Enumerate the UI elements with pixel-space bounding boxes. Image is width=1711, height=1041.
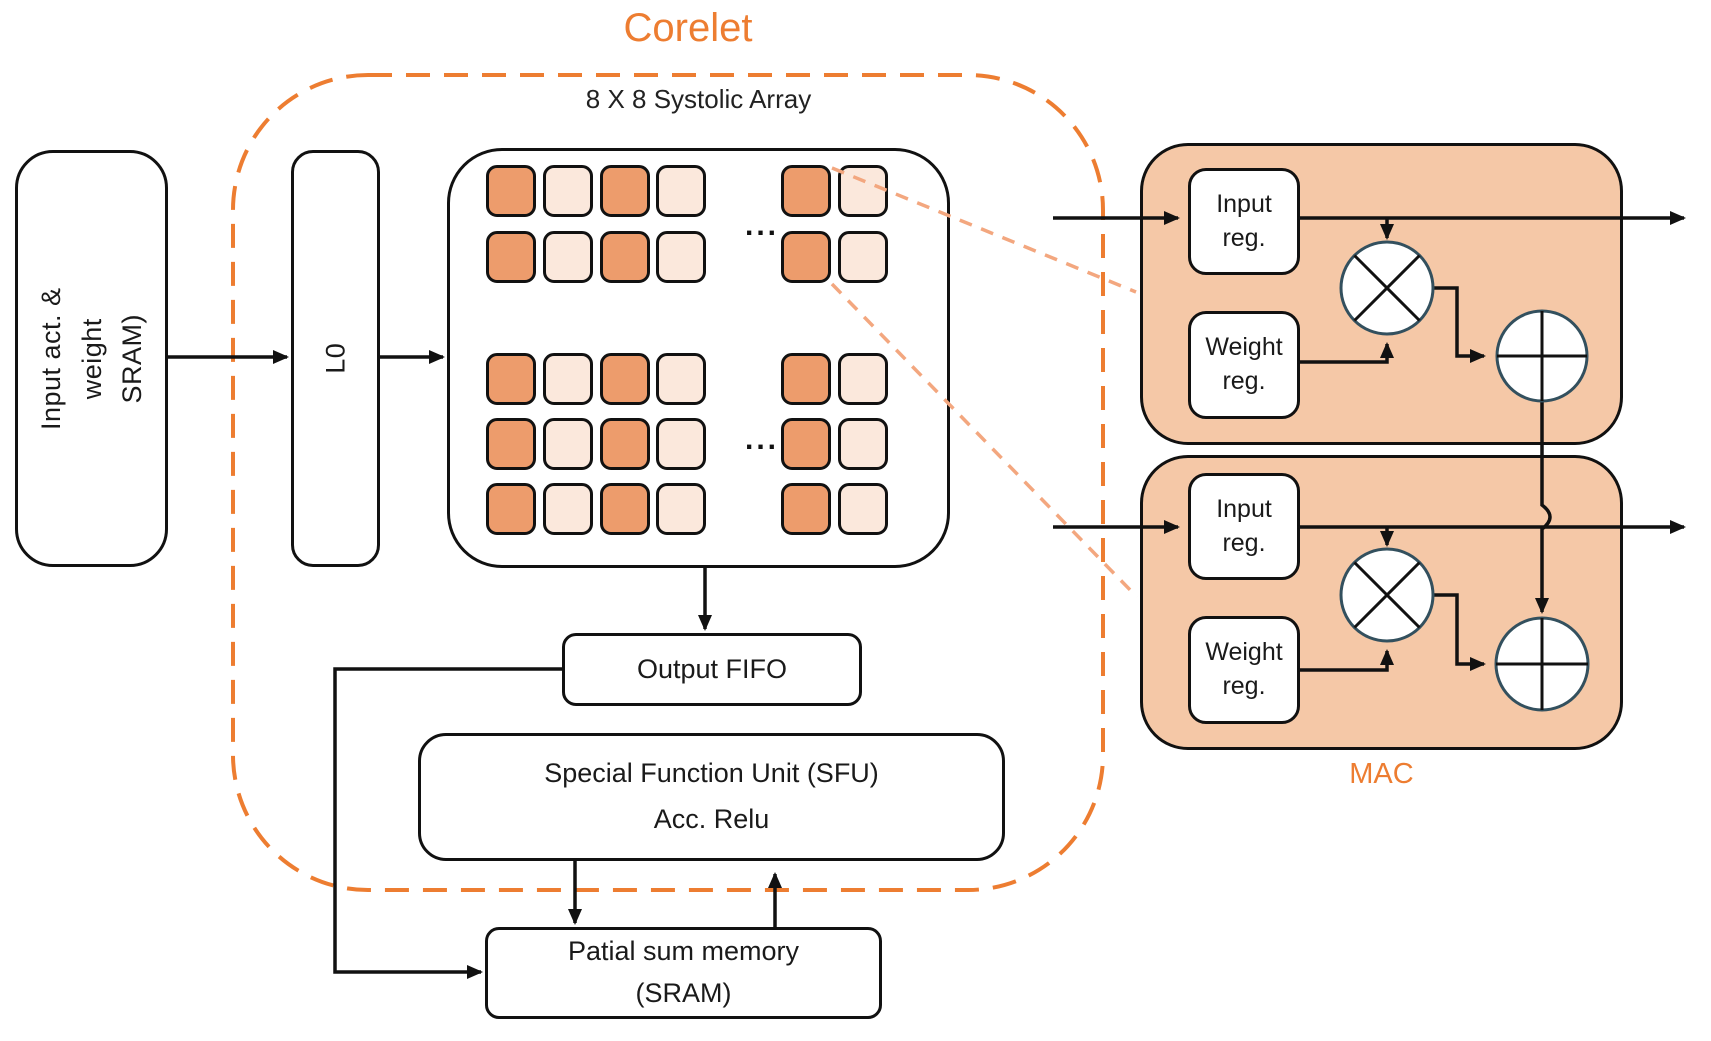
corelet-title: Corelet	[623, 6, 753, 50]
systolic-cell-light	[838, 418, 888, 470]
systolic-cell-dark	[486, 231, 536, 283]
systolic-cell-light	[543, 418, 593, 470]
mac-unit-bottom: Input reg. Weight reg.	[1140, 455, 1623, 750]
systolic-cell-light	[543, 483, 593, 535]
partial-sum-memory-box: Patial sum memory (SRAM)	[485, 927, 882, 1019]
systolic-array-box: ... ...	[447, 148, 950, 568]
mac-unit-top: Input reg. Weight reg.	[1140, 143, 1623, 445]
l0-buffer-box: L0	[291, 150, 380, 567]
input-weight-sram-label: Input act. & weight SRAM)	[35, 287, 147, 430]
systolic-cell-dark	[600, 483, 650, 535]
mac-label: MAC	[1349, 758, 1414, 790]
systolic-cell-light	[543, 231, 593, 283]
input-reg-box-top: Input reg.	[1188, 168, 1300, 275]
systolic-cell-dark	[600, 231, 650, 283]
systolic-cell-dark	[781, 231, 831, 283]
systolic-cell-dark	[486, 353, 536, 405]
l0-label: L0	[320, 342, 351, 375]
systolic-cell-light	[543, 165, 593, 217]
systolic-cell-dark	[781, 483, 831, 535]
sfu-box: Special Function Unit (SFU) Acc. Relu	[418, 733, 1005, 861]
systolic-array-label: 8 X 8 Systolic Array	[585, 84, 812, 114]
systolic-cell-dark	[486, 418, 536, 470]
systolic-cell-dark	[781, 353, 831, 405]
weight-reg-box-top: Weight reg.	[1188, 311, 1300, 419]
systolic-cell-dark	[600, 353, 650, 405]
systolic-cell-light	[656, 483, 706, 535]
output-fifo-box: Output FIFO	[562, 633, 862, 706]
systolic-cell-dark	[486, 165, 536, 217]
systolic-cell-dark	[781, 418, 831, 470]
systolic-cell-light	[838, 353, 888, 405]
systolic-cell-light	[656, 353, 706, 405]
systolic-cell-dark	[600, 418, 650, 470]
input-reg-box-bottom: Input reg.	[1188, 473, 1300, 580]
systolic-cell-dark	[600, 165, 650, 217]
partial-sum-memory-label: Patial sum memory (SRAM)	[567, 936, 800, 1008]
systolic-cell-light	[656, 231, 706, 283]
input-weight-sram-box: Input act. & weight SRAM)	[15, 150, 168, 567]
sfu-label: Special Function Unit (SFU) Acc. Relu	[544, 758, 879, 834]
systolic-cell-light	[838, 231, 888, 283]
systolic-cell-light	[656, 165, 706, 217]
output-fifo-label: Output FIFO	[636, 654, 788, 684]
systolic-cell-dark	[781, 165, 831, 217]
weight-reg-box-bottom: Weight reg.	[1188, 616, 1300, 724]
systolic-cell-dark	[486, 483, 536, 535]
systolic-cell-light	[543, 353, 593, 405]
systolic-cell-light	[656, 418, 706, 470]
systolic-cell-light	[838, 165, 888, 217]
systolic-cell-light	[838, 483, 888, 535]
